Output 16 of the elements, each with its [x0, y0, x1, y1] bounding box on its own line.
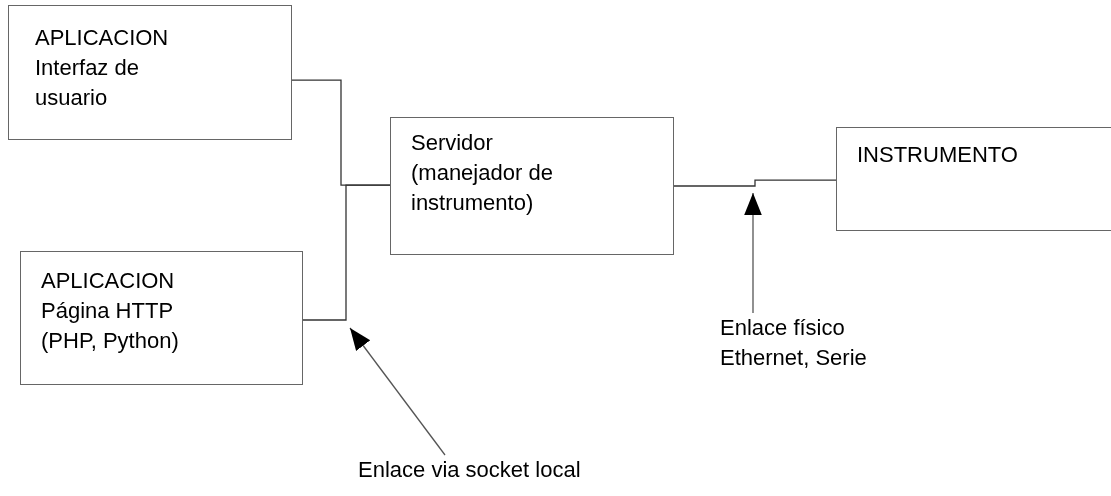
process-box: [8, 5, 292, 140]
annotation-text: Enlace via socket local: [358, 456, 582, 484]
connector-line: [302, 184, 391, 321]
process-box: [20, 251, 303, 385]
connector-line: [673, 179, 837, 187]
leader-arrow: [349, 327, 446, 456]
leader-arrow: [744, 192, 762, 314]
process-box: [390, 117, 674, 255]
box-label: Página HTTP (PHP, Python): [41, 297, 180, 355]
box-heading: APLICACION: [41, 267, 176, 295]
box-label: INSTRUMENTO: [857, 141, 1019, 169]
box-heading: APLICACION: [35, 24, 170, 52]
box-label: Servidor (manejador de instrumento): [411, 129, 554, 217]
box-label: Interfaz de usuario: [35, 54, 140, 112]
process-box: [836, 127, 1111, 231]
annotation-text: Enlace físico Ethernet, Serie: [720, 314, 868, 372]
